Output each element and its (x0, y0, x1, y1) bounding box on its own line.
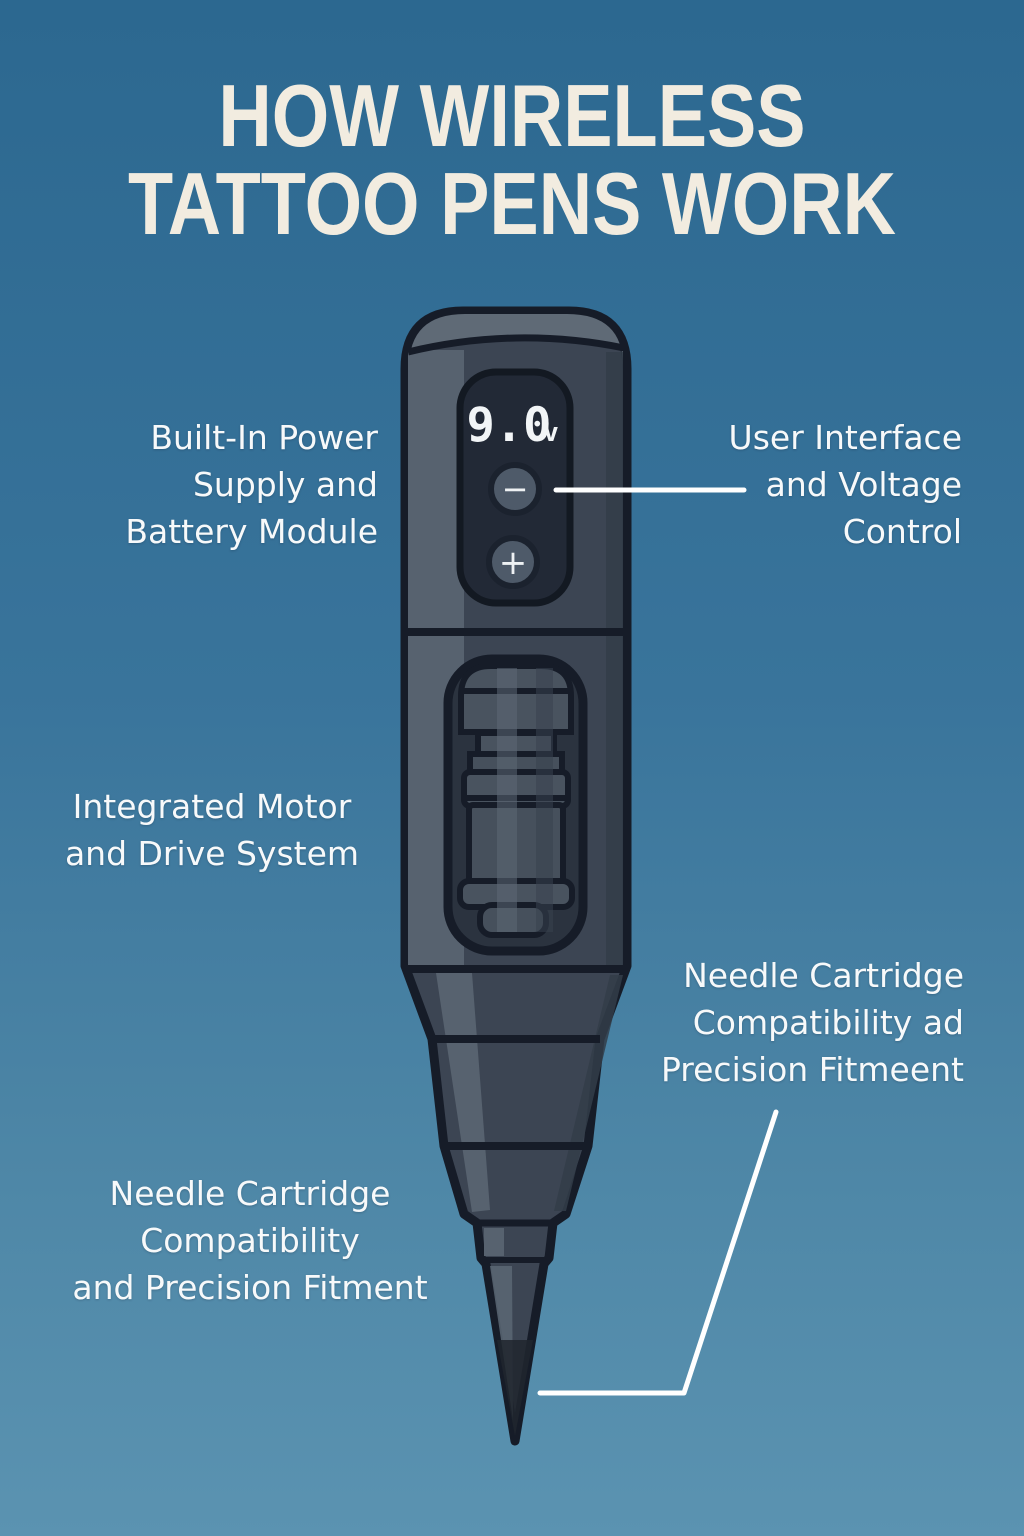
pen-shade (606, 352, 623, 966)
voltage-unit: v (543, 418, 559, 448)
minus-icon: − (502, 470, 529, 508)
increase-button (486, 535, 540, 589)
decrease-button (488, 462, 542, 516)
needle-tip-shade (497, 1340, 533, 1436)
pen-taper-shade (554, 975, 623, 1211)
pen-cap (409, 314, 623, 368)
label-needle-cartridge-right: Needle Cartridge Compatibility ad Precis… (660, 956, 964, 1089)
callout-line-needle (537, 1109, 779, 1396)
needle-collar-highlight (484, 1228, 504, 1256)
label-built-in-power: Built-In Power Supply and Battery Module (125, 418, 378, 551)
label-user-interface: User Interface and Voltage Control (728, 418, 962, 551)
label-integrated-motor: Integrated Motor and Drive System (64, 787, 360, 873)
page-title: HOW WIRELESS TATTOO PENS WORK (128, 66, 896, 253)
motor-highlight (497, 668, 517, 932)
voltage-value: 9.0 (467, 398, 552, 453)
motor-shade (536, 668, 553, 932)
pen-taper-highlight (436, 973, 490, 1212)
cap-seam-line (407, 334, 625, 356)
plus-icon: + (499, 543, 528, 583)
label-needle-cartridge-left: Needle Cartridge Compatibility and Preci… (72, 1174, 428, 1307)
